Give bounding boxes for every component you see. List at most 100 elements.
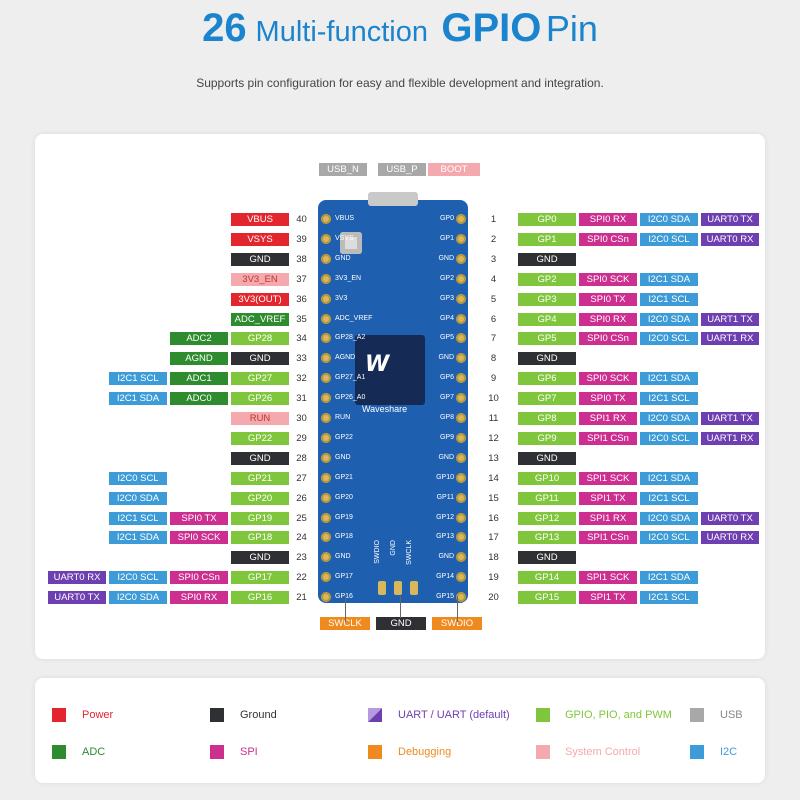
pin-number: 9 (490, 373, 497, 385)
pin-number: 21 (296, 592, 307, 604)
board-pin-label: GP4 (439, 314, 454, 322)
pin-function-label: SPI0 RX (170, 591, 228, 605)
pin-function-label: I2C0 SCL (109, 571, 167, 585)
pin-pad (321, 512, 331, 523)
board-pin-label: AGND (335, 354, 356, 362)
pin-number: 39 (296, 233, 307, 245)
board-pin-label: GP28_A2 (335, 334, 366, 342)
pin-function-label: SPI1 RX (579, 511, 637, 525)
pin-function-label: UART0 RX (701, 232, 759, 246)
pin-function-label: GND (231, 252, 289, 266)
pin-number: 18 (488, 552, 499, 564)
pin-pad (321, 532, 331, 543)
legend-swatch (368, 708, 382, 722)
board-pin-label: GND (390, 540, 397, 556)
pin-function-label: GND (231, 551, 289, 565)
pin-function-label: GP20 (231, 491, 289, 505)
pin-number: 3 (490, 253, 497, 265)
pin-number: 30 (296, 413, 307, 424)
board-pin-label: GND (438, 453, 454, 461)
pin-function-label: GP12 (518, 511, 576, 525)
legend-swatch (690, 708, 704, 722)
pin-function-label: GND (518, 451, 576, 465)
pin-number: 8 (490, 353, 497, 365)
pin-number: 13 (488, 452, 499, 464)
pin-function-label: UART1 RX (701, 431, 759, 445)
pin-function-label: I2C1 SCL (640, 491, 698, 505)
board-pin-label: GP12 (436, 513, 454, 521)
pin-function-label: SPI0 TX (579, 292, 637, 306)
pin-pad (321, 214, 331, 224)
pin-function-label: GP3 (518, 292, 576, 306)
pin-function-label: I2C0 SCL (640, 232, 698, 246)
legend-swatch (536, 708, 550, 722)
board-pin-label: GND (335, 453, 351, 461)
pin-function-label: GP4 (518, 312, 576, 326)
pin-number: 22 (296, 572, 307, 584)
pin-function-label: 3V3_EN (231, 272, 289, 286)
pin-function-label: SPI0 SCK (579, 272, 637, 286)
pin-function-label: GP5 (518, 332, 576, 346)
pin-pad (456, 472, 466, 483)
pin-function-label: GP18 (231, 531, 289, 545)
board-pin-label: 3V3 (335, 294, 348, 302)
pin-function-label: GP8 (518, 412, 576, 425)
pin-function-label: SPI1 SCK (579, 571, 637, 585)
pin-pad (456, 532, 466, 543)
pin-function-label: GP27 (231, 372, 289, 386)
pin-pad (456, 293, 466, 304)
pin-function-label: SPI0 RX (579, 213, 637, 226)
legend-label: USB (720, 709, 743, 721)
brand-name: Waveshare (362, 404, 408, 414)
pin-function-label: I2C0 SDA (640, 412, 698, 425)
pin-function-label: GP15 (518, 591, 576, 605)
pin-function-label: I2C1 SCL (640, 591, 698, 605)
pin-function-label: SPI0 SCK (170, 531, 228, 545)
board-pin-label: GP6 (439, 374, 454, 382)
debug-pad (410, 581, 418, 595)
pin-function-label: GP26 (231, 392, 289, 406)
pin-pad (321, 492, 331, 503)
board-pin-label: GP16 (335, 593, 353, 601)
board-pin-label: GP27_A1 (335, 374, 366, 382)
board-pin-label: GND (438, 254, 454, 262)
pin-function-label: GP19 (231, 511, 289, 525)
pin-function-label: I2C1 SDA (109, 531, 167, 545)
legend-label: ADC (82, 746, 106, 758)
pin-number: 34 (296, 333, 307, 345)
pin-function-label: UART1 TX (701, 412, 759, 425)
pin-function-label: GND (518, 551, 576, 565)
pin-function-label: I2C0 SDA (640, 213, 698, 226)
board-pin-label: GND (335, 553, 351, 561)
board-pin-label: GP8 (439, 414, 454, 421)
pin-pad (321, 393, 331, 404)
legend-swatch (690, 745, 704, 759)
pin-pad (321, 313, 331, 324)
board-pin-label: GP9 (439, 433, 454, 441)
pin-number: 14 (488, 472, 499, 484)
usb-label: USB_P (378, 163, 426, 176)
pin-function-label: I2C0 SCL (640, 332, 698, 346)
pin-pad (321, 452, 331, 463)
board-pin-label: GP20 (335, 493, 353, 501)
pin-function-label: I2C1 SDA (109, 392, 167, 406)
pin-function-label: UART1 TX (701, 312, 759, 326)
pin-function-label: 3V3(OUT) (231, 292, 289, 306)
title-multifunction: Multi-function (255, 16, 428, 48)
pin-function-label: GP0 (518, 213, 576, 226)
pin-function-label: SPI0 TX (579, 392, 637, 406)
board-pin-label: GND (438, 553, 454, 561)
pin-function-label: UART0 TX (701, 511, 759, 525)
pin-function-label: ADC0 (170, 392, 228, 406)
board-pin-label: RUN (335, 414, 351, 421)
board-pin-label: GP22 (335, 433, 353, 441)
pin-function-label: GP2 (518, 272, 576, 286)
pin-function-label: SPI0 CSn (579, 232, 637, 246)
board-pin-label: GP2 (439, 274, 454, 282)
pin-function-label: I2C0 SDA (109, 491, 167, 505)
pin-function-label: ADC1 (170, 372, 228, 386)
legend-label: Power (82, 709, 114, 721)
legend-swatch (210, 745, 224, 759)
legend-label: UART / UART (default) (398, 709, 510, 721)
